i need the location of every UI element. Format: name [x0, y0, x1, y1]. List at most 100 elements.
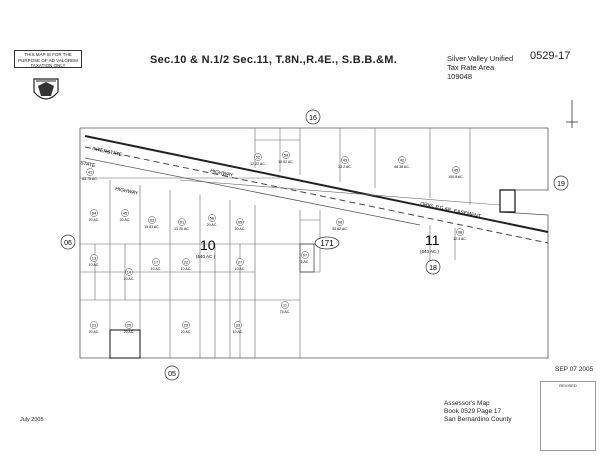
tax-rate-area: Silver Valley Unified Tax Rate Area 1090… — [447, 54, 513, 81]
parcel-marker — [178, 218, 186, 226]
parcel-acreage: 10 AC. — [233, 330, 244, 334]
section-area-main: (640 AC.) — [196, 254, 216, 259]
parcel-number: 06 — [338, 220, 343, 225]
route-number: 171 — [320, 239, 334, 248]
svg-text:16: 16 — [309, 115, 317, 122]
parcel-number: 42 — [400, 158, 405, 163]
parcel-number: 29 — [184, 323, 189, 328]
parcel-number: 54 — [284, 153, 289, 158]
parcel-acreage: 75 AC. — [280, 310, 291, 314]
parcel-marker — [125, 321, 133, 329]
parcel-marker — [236, 258, 244, 266]
parcel-marker — [456, 228, 464, 236]
svg-text:06: 06 — [64, 240, 72, 247]
district-name: Silver Valley Unified — [447, 54, 514, 63]
parcel-marker — [398, 156, 406, 164]
taxation-notice: THIS MAP IS FOR THE PURPOSE OF AD VALORE… — [14, 50, 82, 68]
parcel-number: 11 — [283, 303, 288, 308]
easement-line — [179, 179, 501, 206]
parcel-number: 07 — [303, 253, 308, 258]
parcel-number: 22 — [184, 260, 189, 265]
parcel-marker — [182, 321, 190, 329]
parcel-acreage: 48.38 AC. — [394, 165, 410, 169]
parcel-acreage: 20 AC. — [181, 330, 192, 334]
route-shield — [314, 236, 340, 250]
footer-county: San Bernardino County — [444, 416, 512, 423]
parcel-acreage: 20 AC. — [207, 223, 218, 227]
svg-text:19: 19 — [557, 181, 565, 188]
parcel-acreage: 12.22 AC. — [250, 162, 266, 166]
road-label-highway: HIGHWAY — [210, 168, 235, 179]
revised-label: REVISED — [559, 383, 577, 388]
parcel-marker — [90, 321, 98, 329]
parcel-marker — [208, 214, 216, 222]
north-arrow-icon — [566, 100, 578, 128]
parcel-acreage: 10 AC. — [124, 277, 135, 281]
parcel-number: 21 — [92, 323, 97, 328]
parcel-acreage: 10 AC. — [151, 267, 162, 271]
parcel-marker — [90, 254, 98, 262]
parcel-number: 33 — [236, 323, 241, 328]
parcel-marker — [125, 268, 133, 276]
parcel-acreage: 10.52 AC. — [278, 160, 294, 164]
parcel-number: 45 — [123, 211, 128, 216]
revised-box: REVISED — [540, 381, 596, 451]
section-number-main: 10 — [200, 237, 216, 253]
adjoining-sections: 16 19 06 18 05 — [60, 109, 569, 381]
parcel-acreage: 5 AC. — [301, 260, 310, 264]
parcel-acreage: 20 AC. — [124, 330, 135, 334]
parcel-number: 56 — [210, 216, 215, 221]
parcel-acreage: 20 AC. — [235, 227, 246, 231]
parcel-acreage: 10 AC. — [235, 267, 246, 271]
parcel-grid — [80, 128, 471, 358]
highlighted-parcel — [109, 329, 141, 359]
section-corner-block — [499, 189, 516, 213]
parcel-marker — [341, 156, 349, 164]
parcel-number: 05 — [238, 220, 243, 225]
county-seal-icon — [33, 78, 59, 100]
road-label-state: STATE — [80, 160, 97, 169]
parcel-acreage: 20 AC. — [89, 330, 100, 334]
page-title: Sec.10 & N.1/2 Sec.11, T.8N.,R.4E., S.B.… — [150, 54, 398, 66]
parcel-marker — [152, 258, 160, 266]
parcel-marker — [182, 258, 190, 266]
parcel-marker — [86, 168, 94, 176]
parcel-acreage: 33.2 AC. — [338, 165, 352, 169]
interstate-north-edge — [84, 135, 549, 233]
road-label-interstate: INTERSTATE — [92, 146, 124, 158]
parcel-acreage: 20 AC. — [89, 218, 100, 222]
parcel-acreage: 10 AC. — [181, 267, 192, 271]
map-date: July 2005 — [20, 417, 44, 423]
parcel-acreage: 12.3 AC. — [453, 237, 467, 241]
parcel-number: 52 — [256, 155, 261, 160]
parcel-marker — [121, 209, 129, 217]
parcel-marker — [282, 151, 290, 159]
parcel-number: 03 — [150, 218, 155, 223]
section-number-east: 11 — [425, 232, 440, 248]
parcel-acreage: 13.25 AC. — [174, 227, 190, 231]
road-label-highway-2: HIGHWAY — [115, 186, 140, 197]
parcel-acreage: 100.8 AC. — [448, 175, 464, 179]
parcel-marker — [90, 209, 98, 217]
parcel-number: 01 — [180, 220, 185, 225]
tax-rate-number: 109048 — [447, 72, 473, 81]
svg-text:18: 18 — [429, 265, 437, 272]
map-boundary-south — [79, 128, 549, 359]
footer-book-page: Book 0529 Page 17 — [444, 408, 502, 415]
parcel-marker — [254, 153, 262, 161]
section-area-east: (640 AC.) — [420, 249, 440, 254]
date-stamp: SEP 07 2005 — [555, 366, 594, 373]
parcel-number: 14 — [127, 270, 132, 275]
tax-rate-label: Tax Rate Area — [447, 63, 495, 72]
svg-text:05: 05 — [168, 371, 176, 378]
state-highway-edge — [84, 157, 421, 226]
parcel-acreage: 15.83 AC. — [144, 225, 160, 229]
parcel-number: 13 — [92, 256, 97, 261]
interstate-centerline — [84, 146, 549, 244]
page-code: 0529-17 — [530, 50, 571, 62]
parcel-marker — [148, 216, 156, 224]
parcel-number: 04 — [92, 211, 97, 216]
parcel-acreage: 83.75 AC. — [82, 177, 98, 181]
